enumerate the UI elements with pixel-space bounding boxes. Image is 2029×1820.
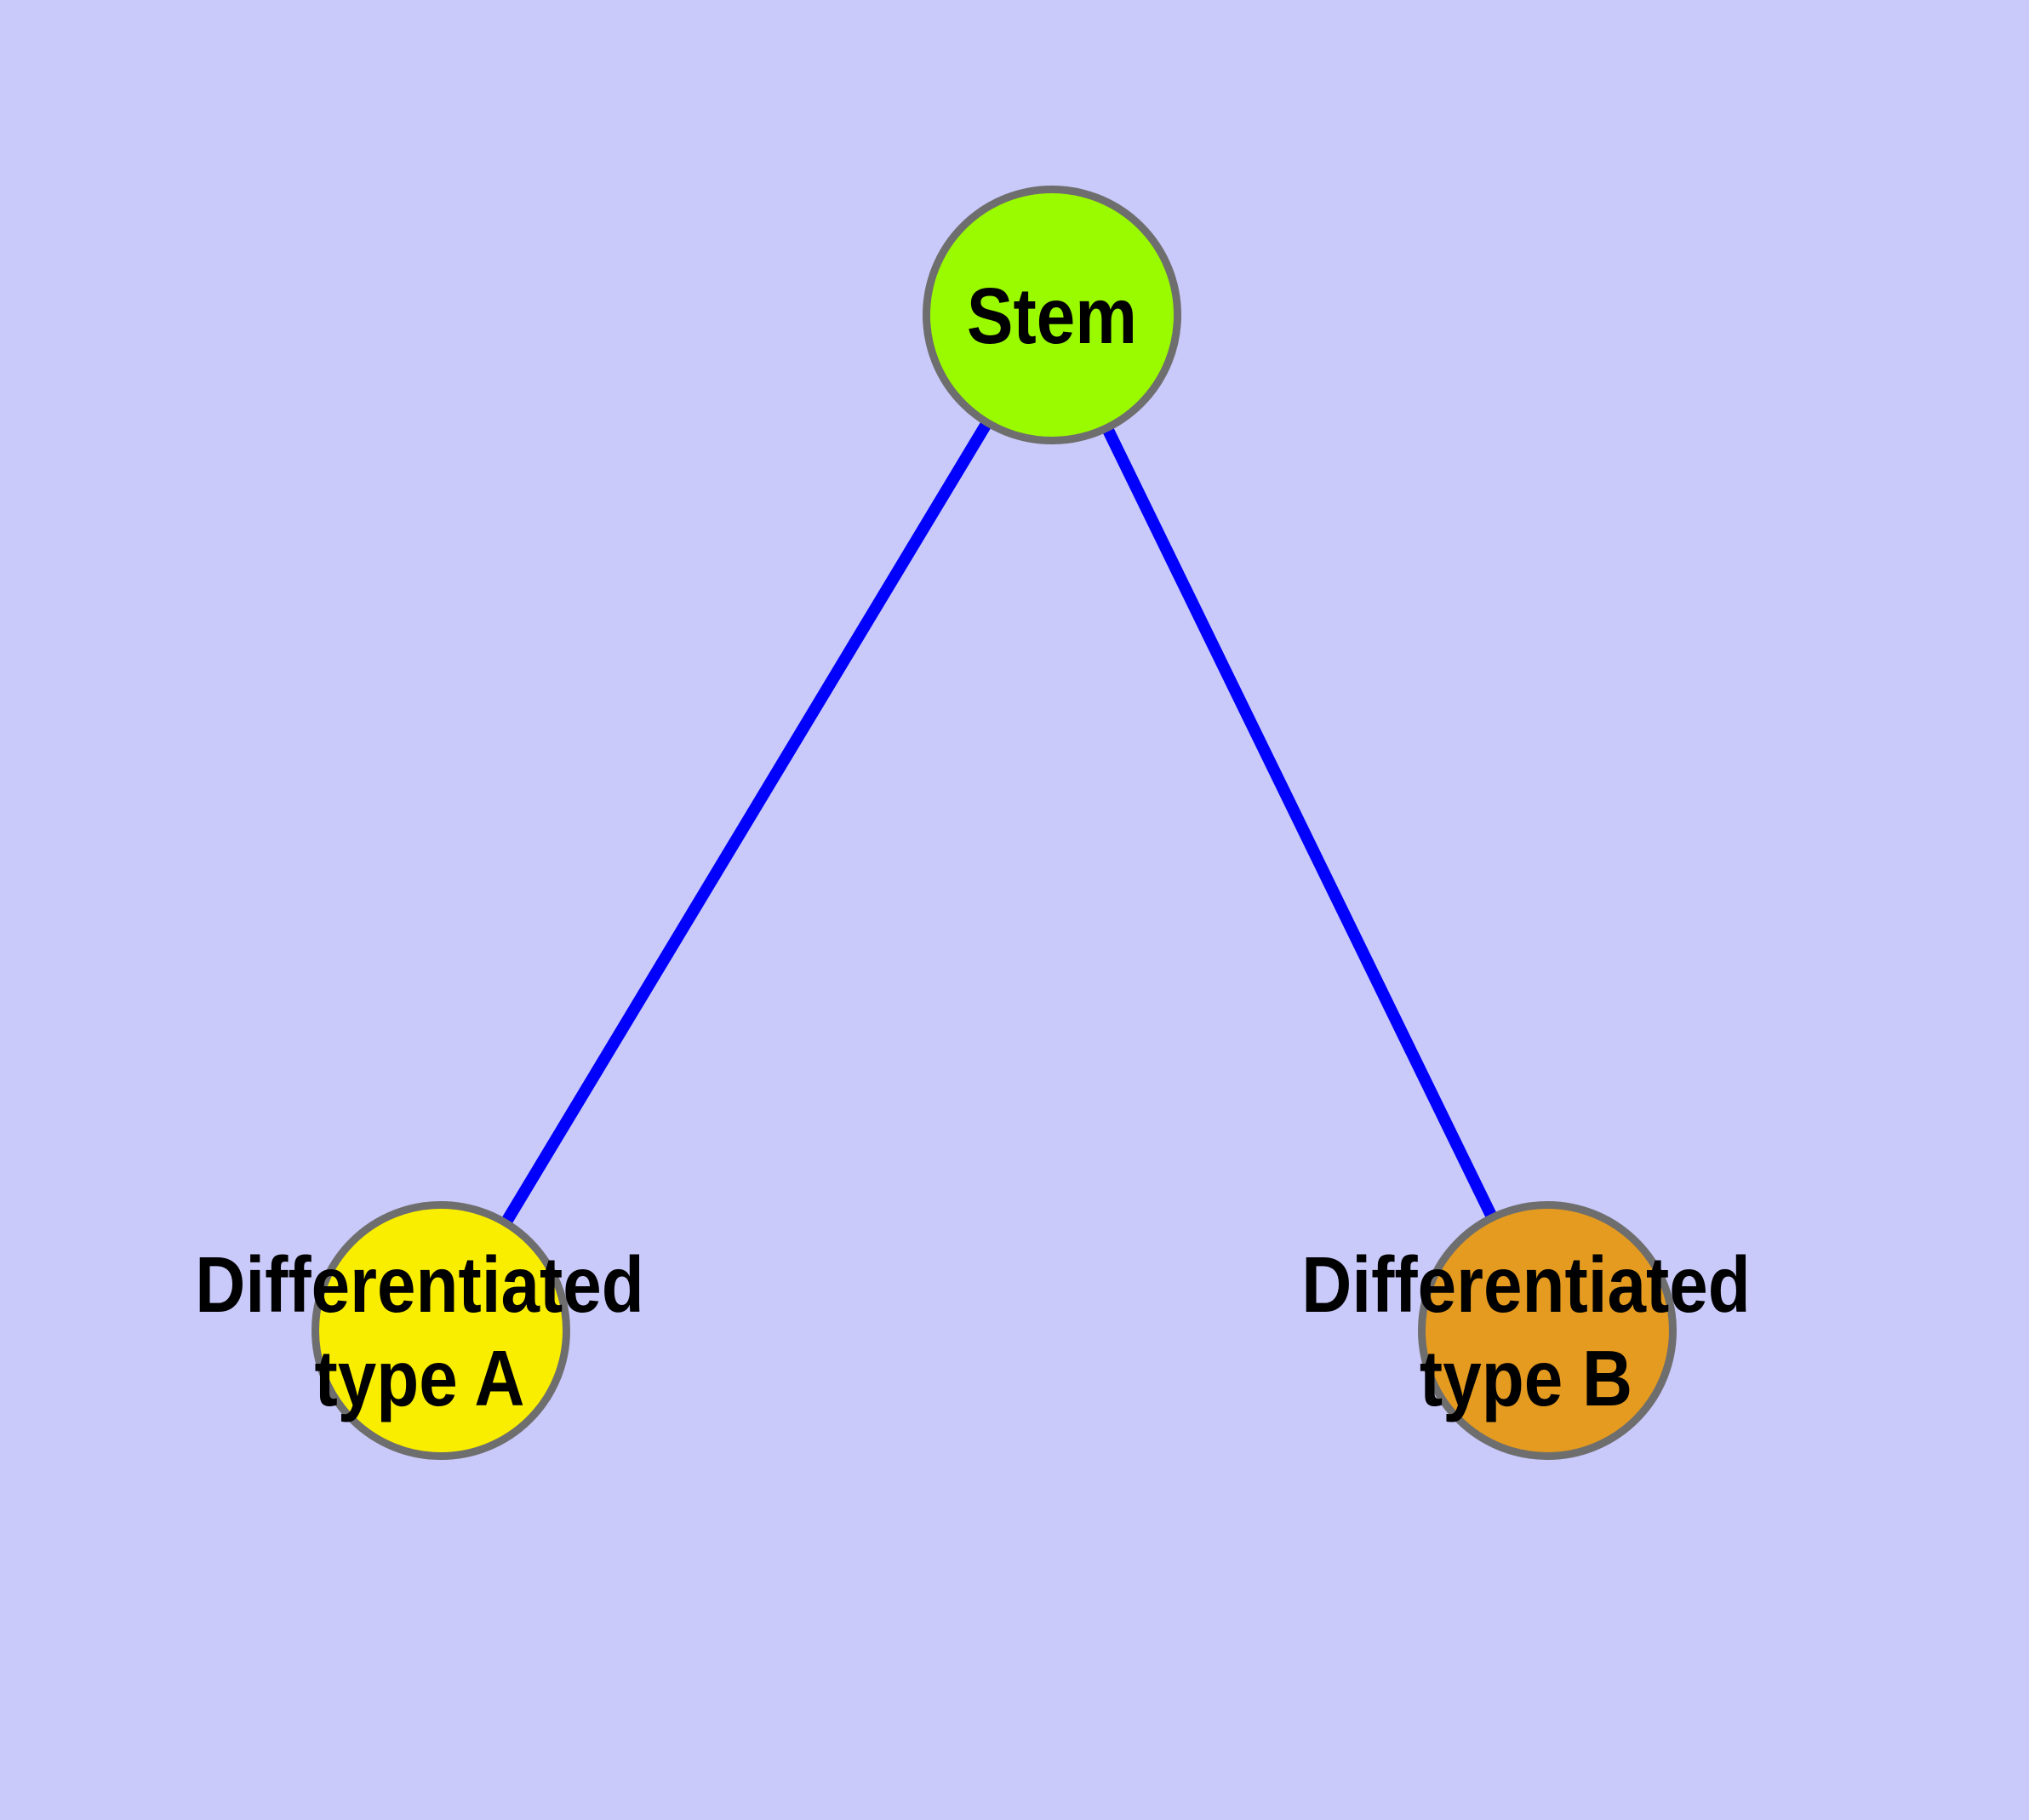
edge-stem-to-type-b: [1046, 312, 1553, 1334]
node-differentiated-type-b: [1418, 1201, 1677, 1460]
node-label-stem: Stem: [967, 269, 1137, 363]
edge-stem-to-type-a: [436, 312, 1057, 1334]
node-label-type-b-line-1: Differentiated: [1301, 1240, 1751, 1329]
node-label-differentiated-type-b: Differentiated type B: [1301, 1238, 1750, 1425]
node-label-differentiated-type-a: Differentiated type A: [195, 1238, 643, 1425]
node-differentiated-type-a: [311, 1201, 570, 1460]
node-label-type-a-line-2: type A: [314, 1334, 525, 1422]
node-label-type-a-line-1: Differentiated: [195, 1240, 644, 1329]
node-label-type-b-line-2: type B: [1419, 1334, 1633, 1422]
node-label-stem-line-1: Stem: [966, 272, 1138, 360]
node-stem: [923, 186, 1181, 444]
